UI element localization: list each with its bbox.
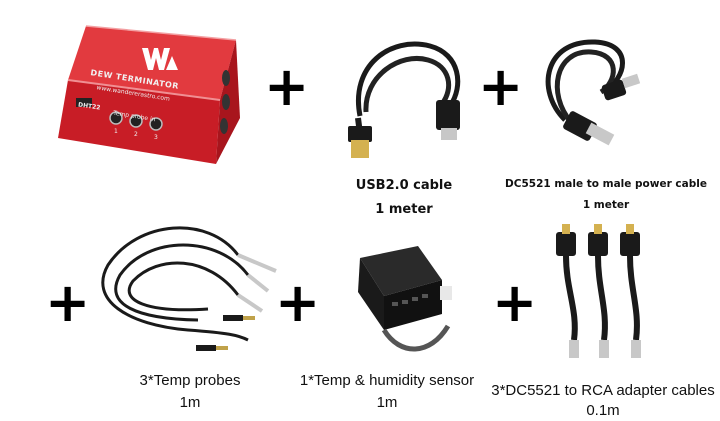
power-cable-title: DC5521 male to male power cable xyxy=(505,178,707,190)
power-cable-image xyxy=(545,39,641,146)
temp-probes-image xyxy=(101,226,277,351)
plus-sign-1: + xyxy=(264,55,310,118)
power-cable-length: 1 meter xyxy=(582,199,630,211)
humidity-sensor-title: 1*Temp & humidity sensor xyxy=(299,372,475,389)
port-number-1: 1 xyxy=(114,128,118,135)
rca-adapters-length: 0.1m xyxy=(586,402,620,419)
plus-sign-3: + xyxy=(45,271,91,334)
plus-sign-4: + xyxy=(275,271,321,334)
usb-cable-length: 1 meter xyxy=(375,202,433,217)
temp-probes-title: 3*Temp probes xyxy=(139,372,241,389)
plus-sign-2: + xyxy=(478,55,524,118)
dew-terminator-box xyxy=(58,25,240,164)
rca-adapters-title: 3*DC5521 to RCA adapter cables xyxy=(491,382,715,399)
temp-probes-length: 1m xyxy=(179,394,201,411)
rca-adapter-image xyxy=(556,224,641,358)
port-number-2: 2 xyxy=(134,131,138,138)
usb-cable-title: USB2.0 cable xyxy=(355,178,453,193)
port-number-3: 3 xyxy=(154,134,158,141)
humidity-sensor-length: 1m xyxy=(376,394,398,411)
plus-sign-5: + xyxy=(492,271,538,334)
usb-cable-image xyxy=(348,41,461,158)
humidity-sensor-image xyxy=(358,246,452,352)
